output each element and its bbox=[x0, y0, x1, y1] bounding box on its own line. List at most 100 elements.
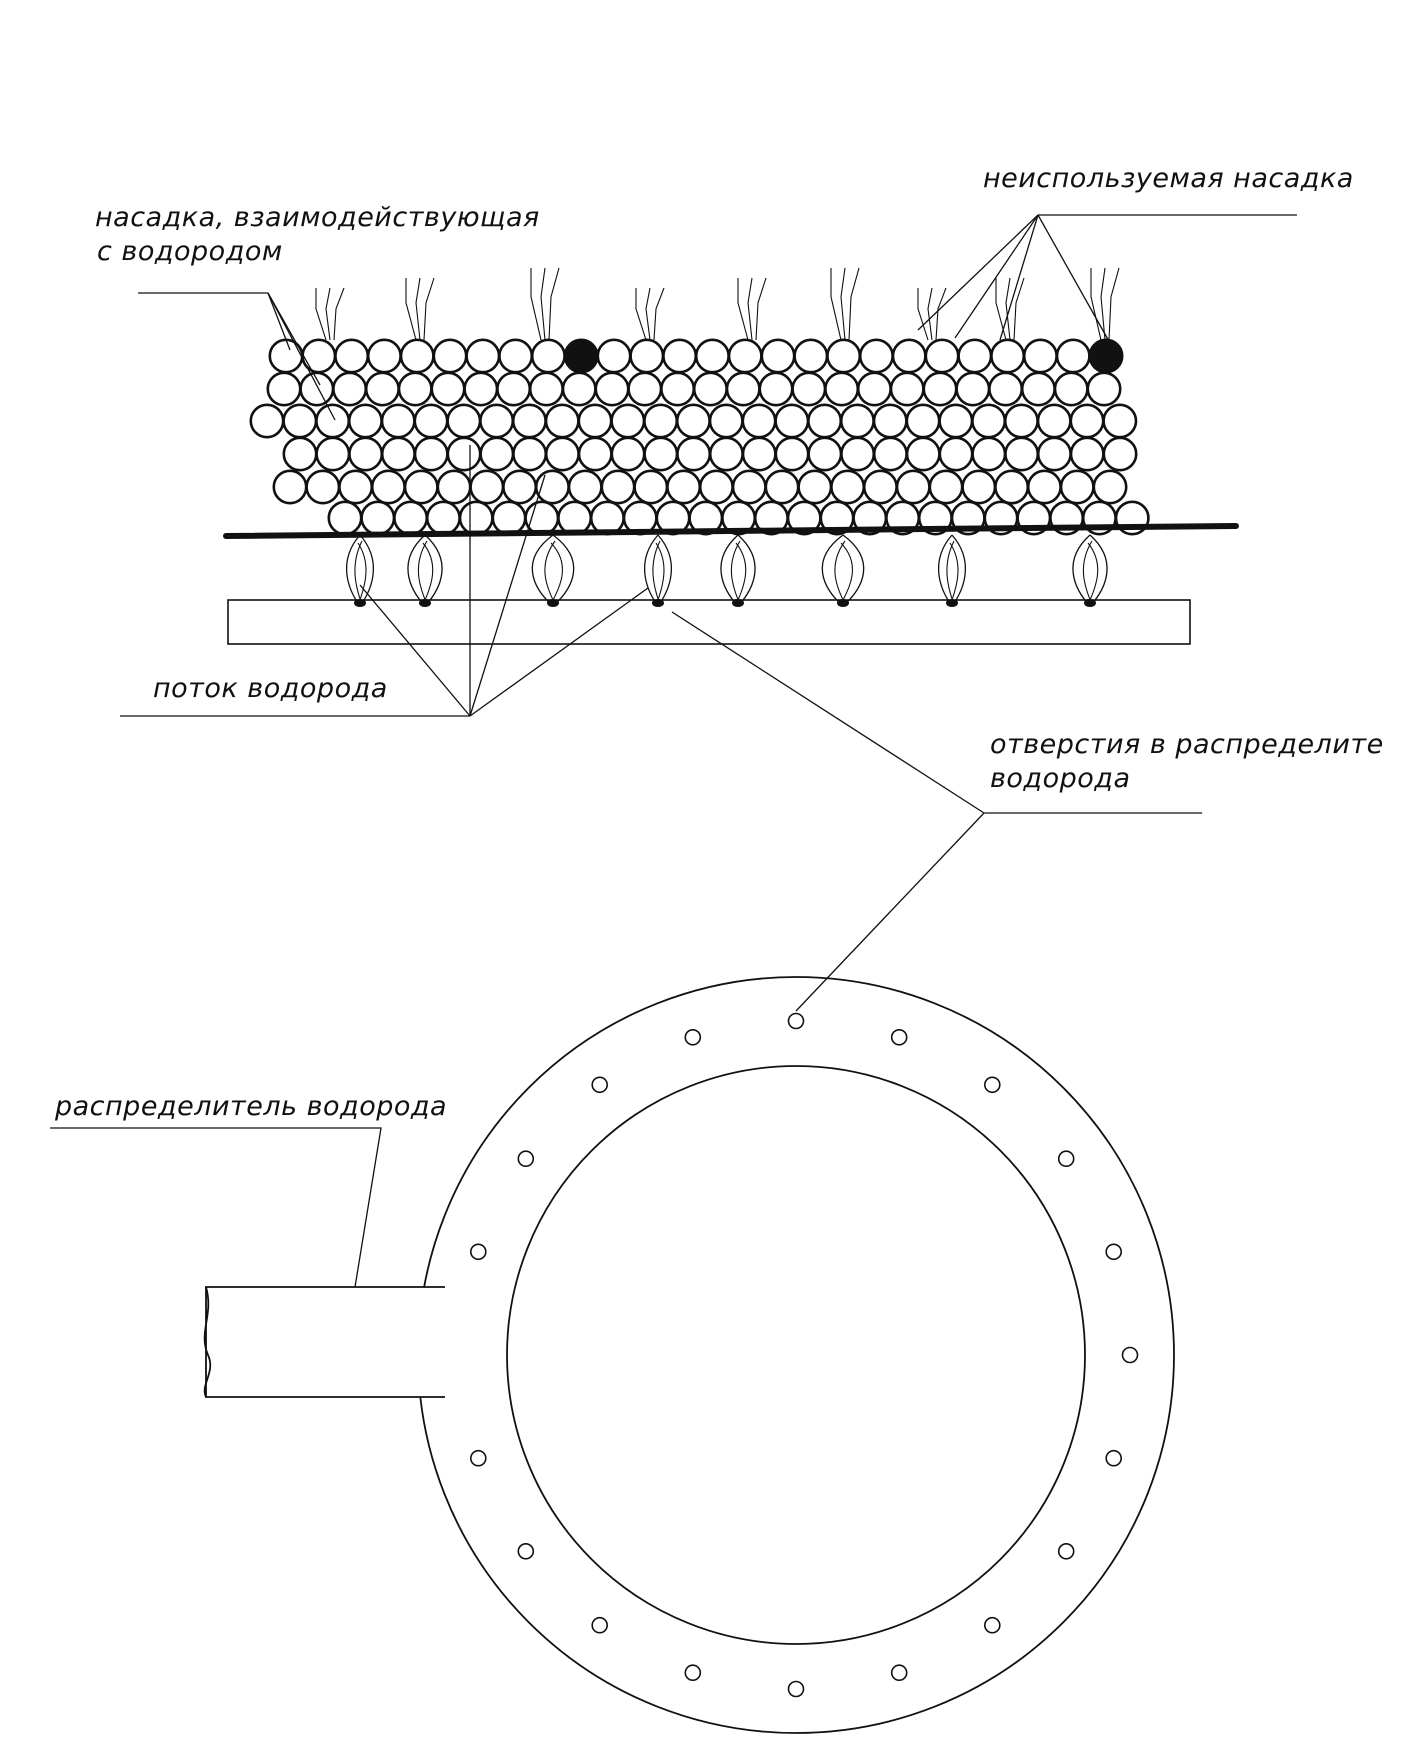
inlet-pipe bbox=[205, 1286, 445, 1398]
inlet-pipe-break bbox=[203, 1286, 212, 1398]
packing-ball bbox=[469, 469, 505, 505]
packing-ball bbox=[1102, 403, 1138, 439]
packing-ball bbox=[511, 403, 547, 439]
packing-ball bbox=[610, 403, 646, 439]
hydrogen-jet-streak bbox=[655, 542, 665, 601]
leader-unused bbox=[954, 214, 1039, 339]
packing-ball bbox=[760, 338, 796, 374]
distributor-side-view bbox=[227, 599, 1191, 645]
distributor-hole-side bbox=[732, 599, 744, 607]
packing-ball bbox=[725, 371, 761, 407]
gas-wisp bbox=[405, 278, 417, 341]
distributor-hole bbox=[1057, 1150, 1075, 1167]
packing-ball bbox=[826, 338, 862, 374]
packing-ball bbox=[567, 469, 603, 505]
hydrogen-jet-streak bbox=[949, 542, 959, 601]
packing-ball bbox=[530, 338, 566, 374]
packing-ball bbox=[872, 403, 908, 439]
packing-ball bbox=[479, 403, 515, 439]
packing-ball bbox=[528, 371, 564, 407]
gas-wisp bbox=[540, 267, 546, 341]
packing-ball bbox=[1020, 371, 1056, 407]
packing-ball bbox=[727, 338, 763, 374]
gas-wisp bbox=[325, 287, 331, 341]
packing-ball bbox=[971, 403, 1007, 439]
packing-ball bbox=[988, 371, 1024, 407]
packing-ball bbox=[315, 436, 351, 472]
gas-wisp bbox=[747, 277, 753, 341]
packing-ball bbox=[928, 469, 964, 505]
packing-ball bbox=[282, 436, 318, 472]
packing-ball bbox=[282, 403, 318, 439]
packing-ball bbox=[430, 371, 466, 407]
packing-ball bbox=[425, 500, 461, 536]
packing-ball bbox=[403, 469, 439, 505]
distributor-inner-ring bbox=[506, 1065, 1086, 1645]
packing-ball bbox=[1069, 403, 1105, 439]
packing-ball bbox=[594, 371, 630, 407]
packing-ball bbox=[332, 371, 368, 407]
packing-ball bbox=[633, 469, 669, 505]
packing-ball bbox=[393, 500, 429, 536]
packing-ball bbox=[708, 403, 744, 439]
packing-ball bbox=[1086, 371, 1122, 407]
packing-ball bbox=[938, 436, 974, 472]
packing-ball bbox=[793, 338, 829, 374]
packing-ball bbox=[479, 436, 515, 472]
packing-ball bbox=[764, 469, 800, 505]
packing-ball bbox=[610, 436, 646, 472]
distributor-hole bbox=[983, 1076, 1001, 1094]
packing-ball bbox=[299, 371, 335, 407]
packing-ball bbox=[524, 500, 560, 536]
packing-ball bbox=[643, 403, 679, 439]
packing-ball bbox=[347, 403, 383, 439]
distributor-holes bbox=[469, 1012, 1139, 1698]
packing-ball-used bbox=[563, 338, 599, 374]
hydrogen-jet-streak bbox=[735, 542, 747, 601]
distributor-hole-side bbox=[837, 599, 849, 607]
packing-ball bbox=[413, 403, 449, 439]
label-hydrogen-distributor: распределитель водорода bbox=[55, 1091, 448, 1122]
packing-ball bbox=[627, 371, 663, 407]
packing-ball bbox=[774, 436, 810, 472]
packing-ball bbox=[1059, 469, 1095, 505]
packing-ball bbox=[629, 338, 665, 374]
distributor-outer-ring bbox=[417, 976, 1175, 1734]
packing-ball bbox=[692, 371, 728, 407]
leader-unused bbox=[917, 214, 1039, 331]
packing-ball bbox=[698, 469, 734, 505]
gas-wisp bbox=[830, 268, 842, 341]
label-unused-packing: неиспользуемая насадка bbox=[983, 163, 1354, 194]
packing-ball bbox=[432, 338, 468, 374]
gas-wisp bbox=[530, 268, 542, 341]
packing-ball bbox=[807, 436, 843, 472]
hydrogen-jet-streak bbox=[357, 542, 367, 601]
packing-ball bbox=[502, 469, 538, 505]
support-plate bbox=[223, 523, 1239, 539]
packing-ball bbox=[305, 469, 341, 505]
packing-ball bbox=[891, 338, 927, 374]
distributor-hole bbox=[787, 1012, 805, 1030]
packing-ball bbox=[889, 371, 925, 407]
distributor-hole-side bbox=[547, 599, 559, 607]
packing-ball bbox=[596, 338, 632, 374]
distributor-hole bbox=[469, 1449, 487, 1467]
leader-flow bbox=[469, 587, 649, 717]
packing-ball bbox=[1102, 436, 1138, 472]
leader-packing bbox=[267, 292, 336, 421]
packing-ball bbox=[249, 403, 285, 439]
label-interacting-packing: насадка, взаимодействующая с водородом bbox=[95, 202, 540, 267]
packing-ball bbox=[662, 338, 698, 374]
packing-ball bbox=[830, 469, 866, 505]
packing-ball bbox=[1069, 436, 1105, 472]
leader-packing bbox=[267, 292, 291, 351]
hydrogen-jet-streak bbox=[834, 540, 846, 603]
packing-ball bbox=[1036, 436, 1072, 472]
packing-ball bbox=[1003, 403, 1039, 439]
distributor-hole-side bbox=[652, 599, 664, 607]
leader-unused bbox=[1037, 214, 1111, 344]
packing-ball bbox=[905, 436, 941, 472]
packing-ball bbox=[557, 500, 593, 536]
packing-ball bbox=[1004, 436, 1040, 472]
